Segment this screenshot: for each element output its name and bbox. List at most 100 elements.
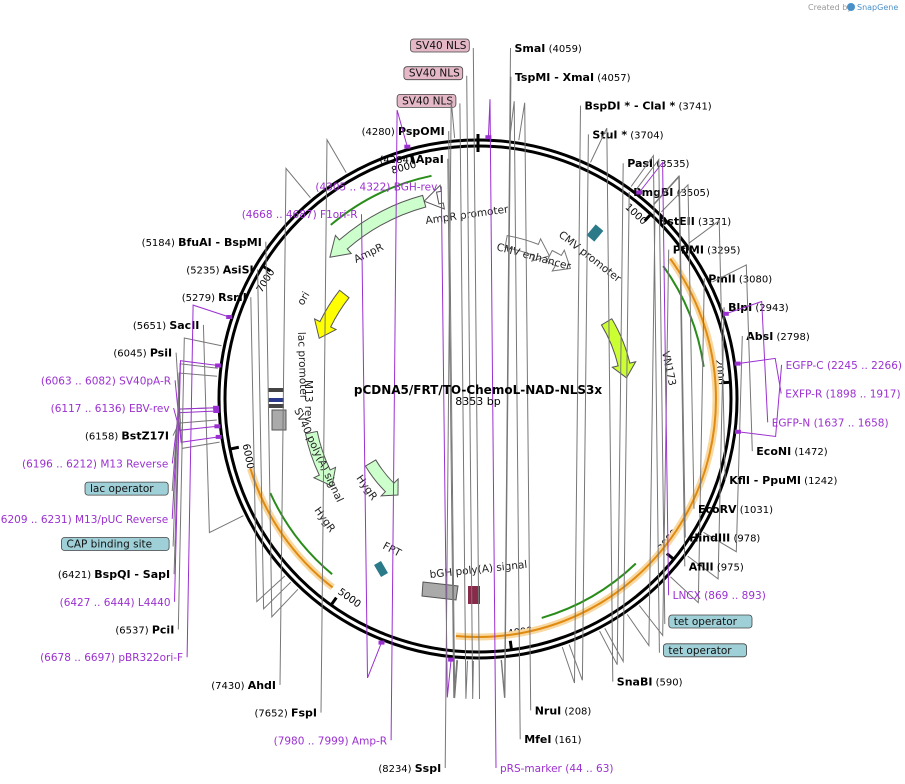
site-m13-puc-reverse[interactable]: (6209 .. 6231) M13/pUC Reverse	[0, 405, 220, 526]
site-rsrii[interactable]: (5279) RsrII	[182, 291, 286, 603]
site-sacii[interactable]: (5651) SacII	[133, 319, 244, 534]
lac-promoter-label: lac promoter	[295, 332, 309, 400]
site-sv40-nls[interactable]: SV40 NLS	[410, 38, 480, 700]
enzyme-label: KflI - PpuMI (1242)	[729, 474, 837, 487]
site-leader-line	[661, 183, 695, 509]
enzyme-label: MfeI (161)	[524, 733, 581, 746]
site-pasi[interactable]: PasI (3535)	[599, 157, 690, 665]
site-leader-line	[202, 324, 244, 534]
site-leader-line	[174, 380, 219, 443]
site-leader-line	[444, 100, 456, 769]
site-sv40-nls[interactable]: SV40 NLS	[403, 66, 474, 700]
site-leader-line	[390, 109, 408, 741]
tick-label-1000: 1000	[623, 202, 649, 227]
site-tet-operator[interactable]: tet operator	[635, 158, 753, 629]
primer-marker	[215, 434, 222, 439]
site-leader-line	[265, 241, 299, 619]
primer-marker	[213, 409, 220, 413]
primer-marker	[448, 657, 455, 662]
primer-label: LNCX (869 .. 893)	[673, 590, 766, 602]
site-pbr322ori-f[interactable]: (6678 .. 6697) pBR322ori-F	[40, 304, 233, 664]
tick-label-6000: 6000	[240, 443, 256, 470]
primer-label: (6678 .. 6697) pBR322ori-F	[40, 652, 183, 664]
site-tspmi-xmai[interactable]: TspMI - XmaI (4057)	[501, 71, 631, 698]
site-tet-operator[interactable]: tet operator	[630, 154, 748, 658]
tick-mark-4000	[508, 640, 513, 650]
site-bspdi-clai-[interactable]: BspDI * - ClaI * (3741)	[561, 100, 712, 684]
site-fspi[interactable]: (7652) FspI	[255, 137, 347, 720]
site-nrui[interactable]: NruI (208)	[518, 102, 592, 718]
site-leader-line	[737, 357, 782, 394]
site-l4440[interactable]: (6427 .. 6444) L4440	[60, 360, 222, 609]
primer-label: (6117 .. 6136) EBV-rev	[51, 403, 170, 415]
ampr-promoter-label: AmpR promoter	[425, 203, 510, 227]
site-snabi[interactable]: SnaBI (590)	[590, 127, 683, 689]
primer-marker	[404, 144, 411, 149]
site-ahdi[interactable]: (7430) AhdI	[211, 167, 311, 692]
site-pspomi[interactable]: (4280) PspOMI	[362, 125, 459, 699]
site-ebv-rev[interactable]: (6117 .. 6136) EBV-rev	[51, 403, 221, 431]
feature-box-label: CAP binding site	[67, 539, 153, 551]
feature-box-label: tet operator	[674, 616, 738, 628]
tick-mark-6000	[229, 445, 240, 451]
site-sv40-nls[interactable]: SV40 NLS	[396, 94, 468, 699]
feature-box	[396, 94, 457, 108]
snapgene-credit: Created by SnapGene	[808, 3, 898, 12]
snapgene-logo-icon	[847, 3, 855, 11]
site-bstz17i[interactable]: (6158) BstZ17I	[85, 419, 217, 443]
site-f1ori-r[interactable]: (4668 .. 4687) F1ori-R	[242, 209, 385, 679]
site-kfli-ppumi[interactable]: KflI - PpuMI (1242)	[688, 219, 838, 487]
enzyme-label: PflMI (3295)	[673, 244, 741, 257]
site-bfuai-bspmi[interactable]: (5184) BfuAI - BspMI	[142, 236, 299, 619]
site-stui-[interactable]: StuI * (3704)	[568, 128, 664, 681]
site-absi[interactable]: AbsI (2798)	[703, 330, 810, 553]
enzyme-label: (6421) BspQI - SapI	[58, 568, 170, 581]
tick-mark-8000	[410, 154, 416, 164]
plasmid-center-info: pCDNA5/FRT/TO-ChemoL-NAD-NLS3x 8353 bp	[354, 383, 603, 408]
site-leader-line	[703, 335, 743, 553]
primer-marker	[734, 429, 741, 434]
enzyme-label: SmaI (4059)	[515, 42, 582, 55]
site-smai[interactable]: SmaI (4059)	[500, 42, 582, 698]
feature-arrow-hygr	[364, 459, 399, 497]
site-ecorv[interactable]: EcoRV (1031)	[661, 183, 773, 516]
site-leader-line	[172, 372, 218, 547]
site-econi[interactable]: EcoNI (1472)	[712, 264, 828, 458]
site-bgh-rev[interactable]: (4305 .. 4322) BGH-rev	[315, 182, 455, 698]
site-pcii[interactable]: (6537) PciI	[115, 337, 222, 637]
site-lncx[interactable]: LNCX (869 .. 893)	[636, 161, 766, 603]
enzyme-label: BstEII (3371)	[659, 215, 731, 228]
site-asisi[interactable]: (5235) AsiSI	[186, 264, 292, 610]
site-lac-operator[interactable]: lac operator	[84, 407, 217, 496]
site-amp-r[interactable]: (7980 .. 7999) Amp-R	[274, 109, 411, 747]
credit-brand: SnapGene	[857, 3, 898, 12]
site-exfp-r[interactable]: EXFP-R (1898 .. 1917)	[734, 357, 901, 401]
site-egfp-n[interactable]: EGFP-N (1637 .. 1658)	[722, 300, 889, 430]
site-leader-line	[466, 75, 474, 700]
primer-marker	[734, 361, 741, 366]
site-mfei[interactable]: MfeI (161)	[509, 101, 582, 746]
m13-rev-label: M13 rev	[302, 380, 314, 423]
enzyme-label: (5279) RsrII	[182, 291, 247, 304]
site-leader-line	[361, 214, 382, 679]
site-apai[interactable]: (4284) ApaI	[379, 153, 458, 699]
site-egfp-c[interactable]: EGFP-C (2245 .. 2266)	[734, 360, 902, 438]
site-pmli[interactable]: PmlI (3080)	[670, 272, 772, 604]
site-cap-binding-site[interactable]: CAP binding site	[61, 372, 218, 551]
enzyme-label: BmgBI (3505)	[633, 186, 710, 199]
lac-operator-marker	[268, 388, 284, 392]
site-sv40pa-r[interactable]: (6063 .. 6082) SV40pA-R	[41, 375, 222, 443]
site-sspi[interactable]: (8234) SspI	[378, 100, 456, 775]
site-prs-marker[interactable]: pRS-marker (44 .. 63)	[485, 99, 614, 775]
frt-marker	[374, 560, 388, 578]
site-aflii[interactable]: AflII (975)	[653, 174, 744, 573]
plasmid-size: 8353 bp	[455, 395, 500, 408]
feature-box-label: SV40 NLS	[409, 68, 460, 80]
enzyme-label: PasI (3535)	[627, 157, 689, 170]
enzyme-label: (7430) AhdI	[211, 679, 276, 692]
ampr-label: AmpR	[352, 241, 385, 266]
site-leader-line	[687, 307, 725, 580]
site-bsteii[interactable]: BstEII (3371)	[626, 215, 731, 648]
primer-marker	[378, 640, 385, 645]
tick-label-5000: 5000	[335, 587, 362, 611]
